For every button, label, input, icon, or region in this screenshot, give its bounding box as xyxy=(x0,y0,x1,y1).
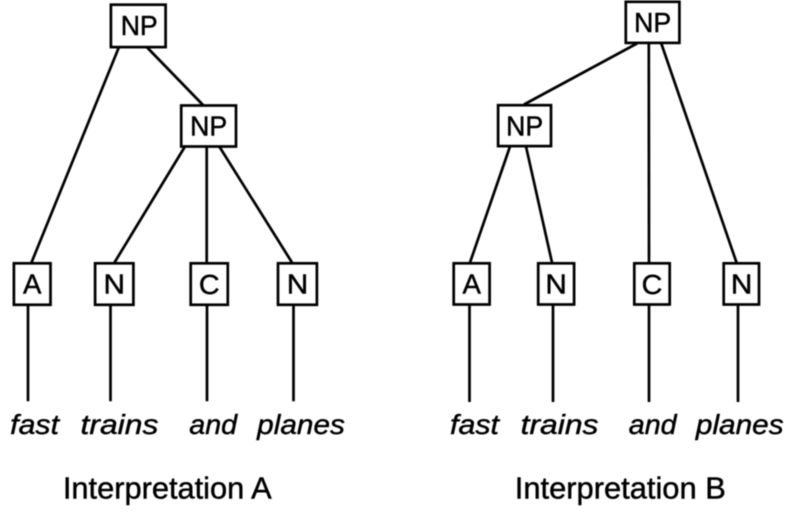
svg-text:A: A xyxy=(463,269,482,300)
svg-text:C: C xyxy=(642,269,663,300)
svg-text:and: and xyxy=(189,409,239,440)
svg-text:NP: NP xyxy=(634,7,671,38)
svg-text:Interpretation B: Interpretation B xyxy=(515,471,726,505)
svg-text:Interpretation A: Interpretation A xyxy=(63,471,272,505)
svg-text:NP: NP xyxy=(121,10,158,41)
svg-text:fast: fast xyxy=(10,409,60,440)
svg-text:and: and xyxy=(629,409,679,440)
svg-text:fast: fast xyxy=(450,409,500,440)
svg-text:planes: planes xyxy=(695,409,784,440)
svg-text:trains: trains xyxy=(81,409,159,440)
svg-text:N: N xyxy=(287,269,309,300)
svg-text:trains: trains xyxy=(521,409,599,440)
svg-text:C: C xyxy=(199,269,220,300)
svg-text:N: N xyxy=(731,269,753,300)
svg-text:N: N xyxy=(104,269,126,300)
svg-text:NP: NP xyxy=(506,110,543,141)
svg-text:N: N xyxy=(545,269,567,300)
svg-text:NP: NP xyxy=(190,111,227,142)
svg-text:planes: planes xyxy=(256,409,345,440)
svg-text:A: A xyxy=(23,269,42,300)
